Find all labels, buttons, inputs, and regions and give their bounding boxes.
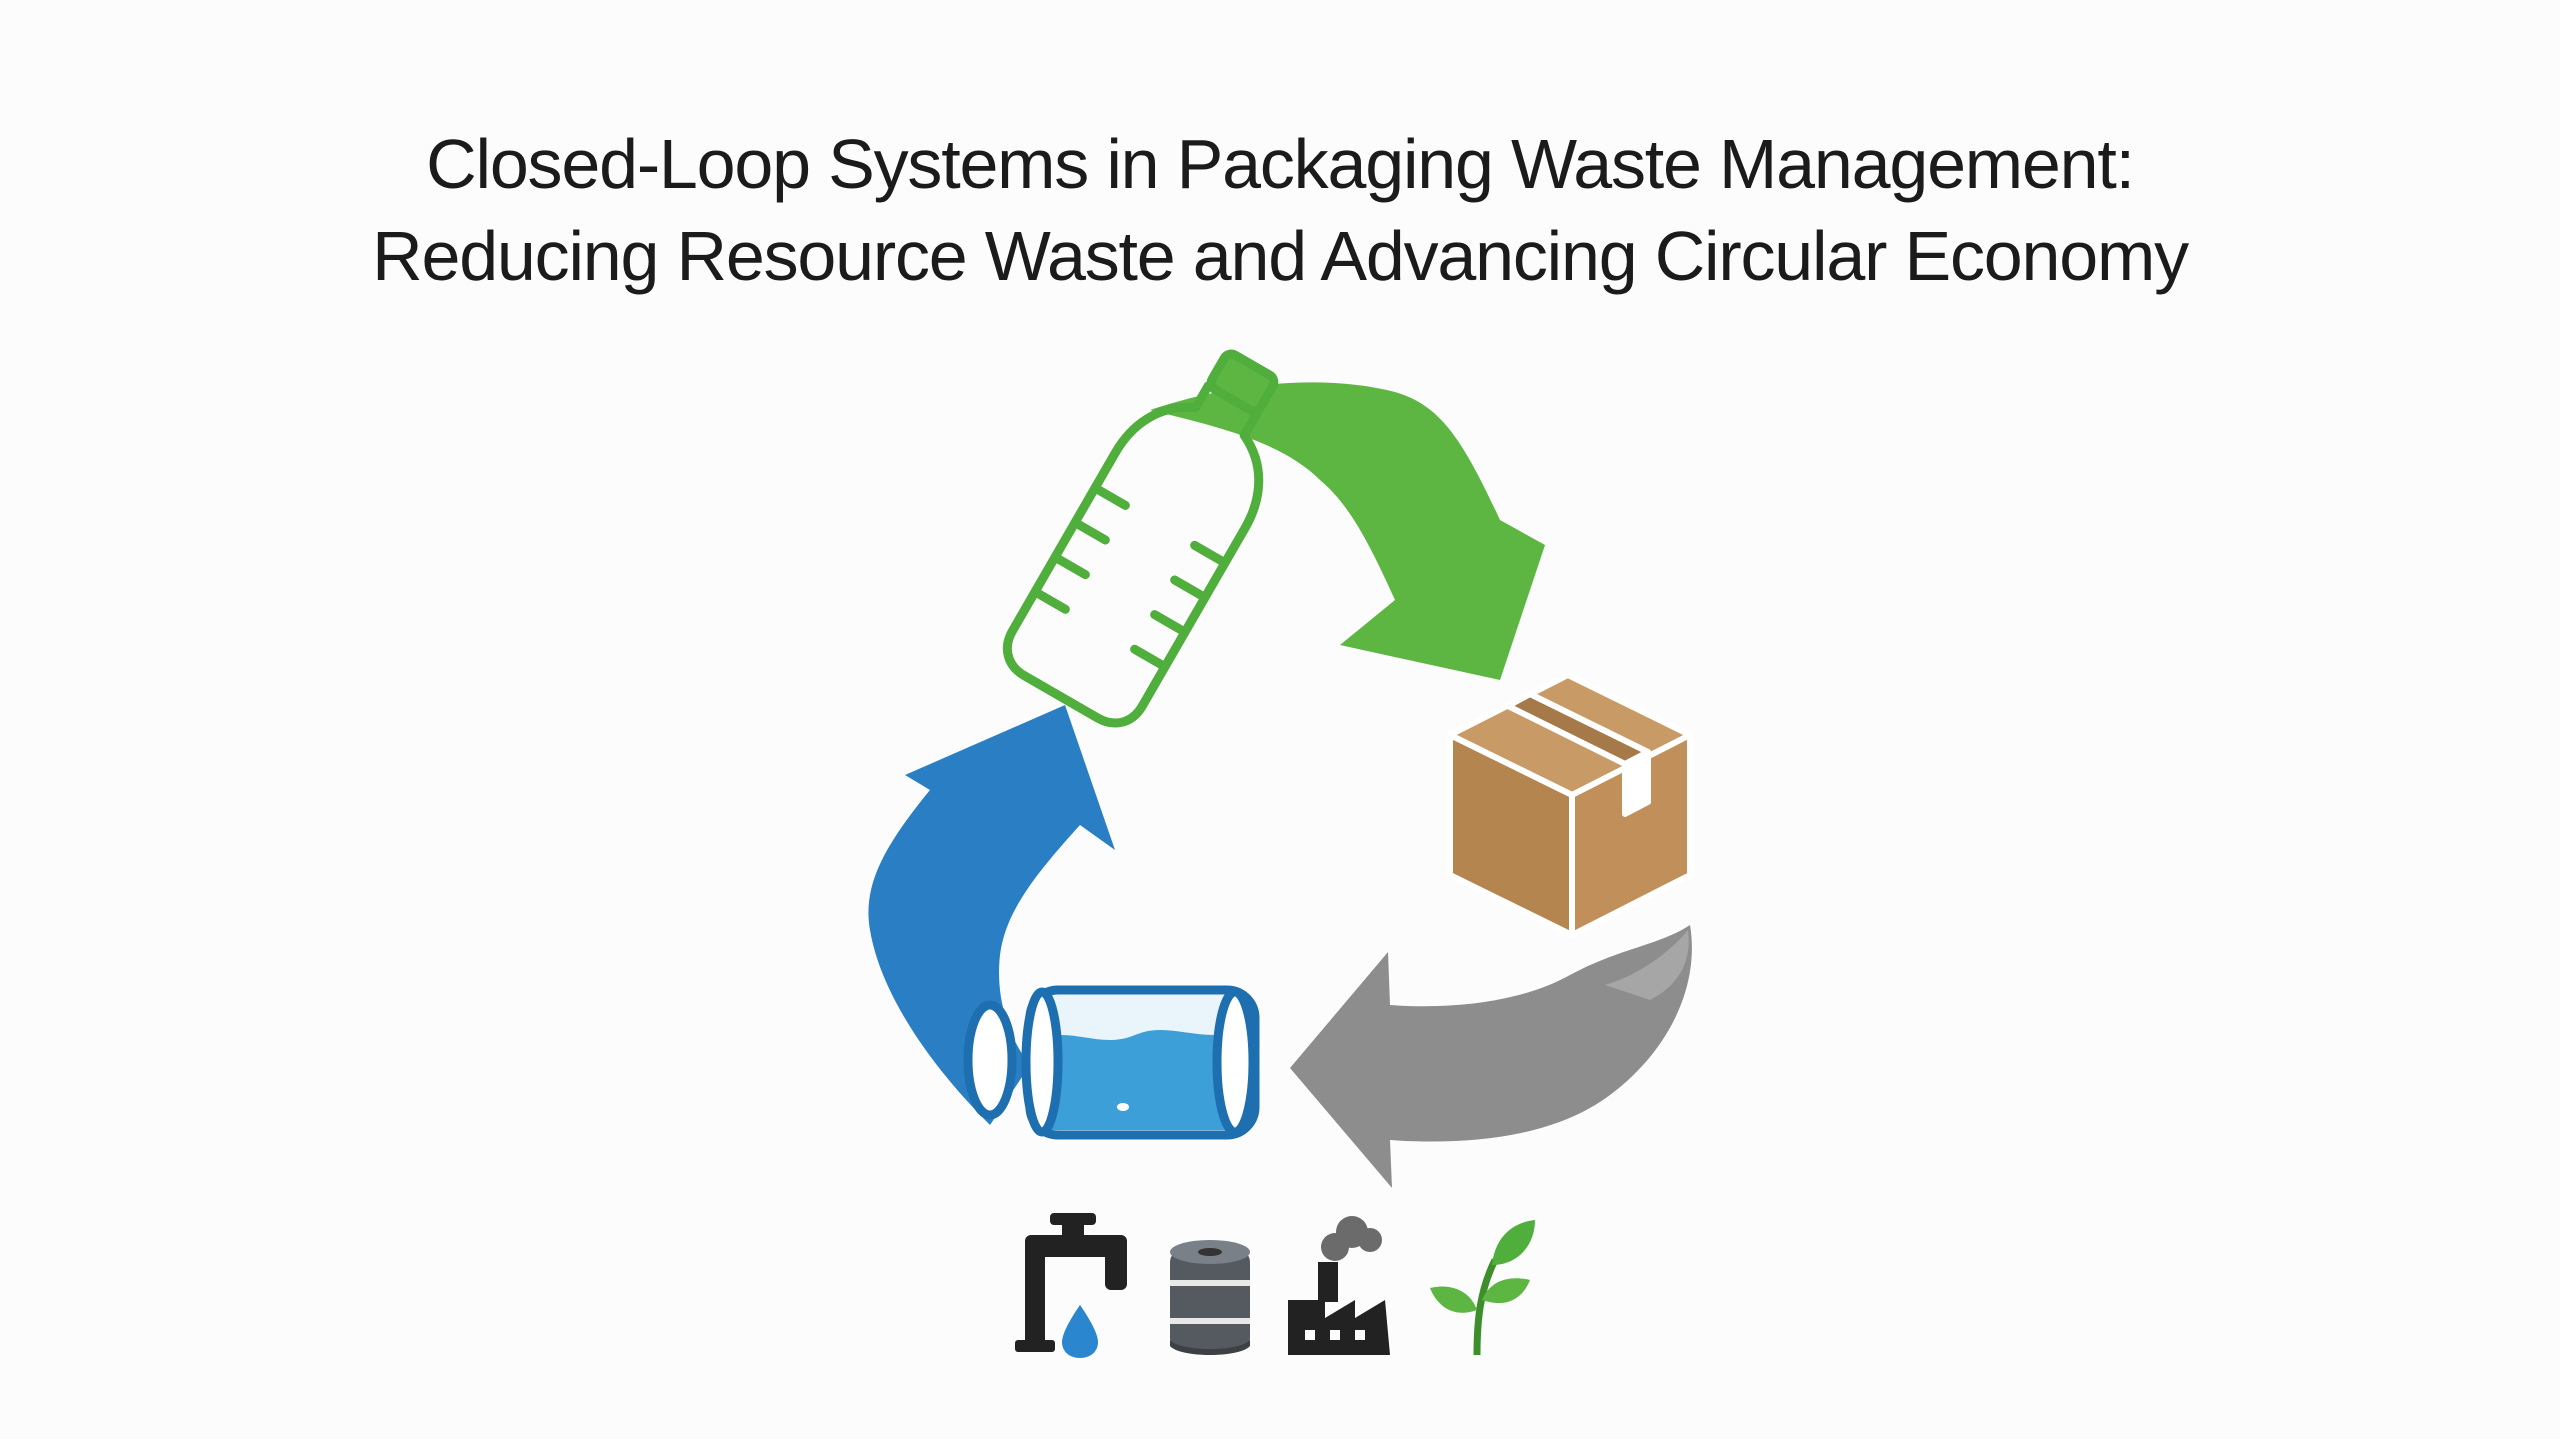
glass-jar-icon bbox=[963, 985, 1260, 1140]
plastic-bottle-icon bbox=[1002, 349, 1279, 728]
oil-barrel-icon bbox=[1170, 1240, 1250, 1355]
title-line-2: Reducing Resource Waste and Advancing Ci… bbox=[372, 217, 2189, 295]
cardboard-box-icon bbox=[1447, 672, 1693, 938]
blue-cycle-arrow bbox=[868, 705, 1115, 1125]
water-tap-icon bbox=[1015, 1213, 1127, 1358]
title-line-1: Closed-Loop Systems in Packaging Waste M… bbox=[426, 125, 2135, 203]
green-cycle-arrow bbox=[1150, 382, 1545, 680]
factory-icon bbox=[1288, 1216, 1390, 1355]
gray-cycle-arrow bbox=[1290, 925, 1692, 1188]
diagram-title: Closed-Loop Systems in Packaging Waste M… bbox=[0, 118, 2560, 302]
plant-sprout-icon bbox=[1430, 1220, 1535, 1356]
